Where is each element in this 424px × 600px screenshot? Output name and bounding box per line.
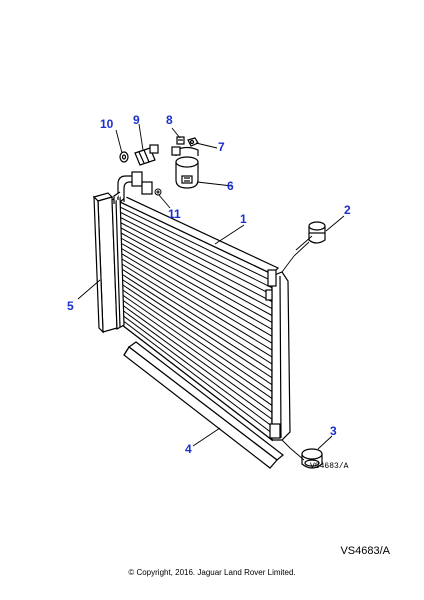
fin-line xyxy=(120,252,272,344)
fin-line xyxy=(120,257,272,351)
diagram-reference-inline: VS4683/A xyxy=(310,462,349,471)
fin-line xyxy=(120,211,272,289)
callout-2: 2 xyxy=(344,203,351,217)
fin-line xyxy=(121,293,272,399)
right-header-tank xyxy=(265,269,291,441)
fin-line xyxy=(121,314,272,427)
callout-11: 11 xyxy=(168,207,181,221)
diagram-reference-code: VS4683/A xyxy=(340,545,390,557)
callout-7: 7 xyxy=(218,140,225,154)
bottom-seal-strip xyxy=(123,341,284,469)
fin-line xyxy=(120,247,272,337)
fin-line xyxy=(120,242,272,330)
drier-bolt xyxy=(176,136,185,145)
o-ring xyxy=(154,188,162,196)
fin-line xyxy=(120,263,272,358)
fin-line xyxy=(120,206,272,282)
fin-line xyxy=(121,298,272,406)
callout-6: 6 xyxy=(227,179,234,193)
fin-line xyxy=(121,309,272,420)
lower-mount xyxy=(301,448,323,469)
fin-line xyxy=(121,319,272,434)
fin-line xyxy=(120,237,272,323)
fin-line xyxy=(120,268,272,365)
fin-line xyxy=(121,283,272,386)
fin-line xyxy=(120,222,272,303)
pressure-switch xyxy=(134,144,159,166)
receiver-drier xyxy=(171,146,199,189)
upper-mount xyxy=(308,221,326,244)
pipe-connections xyxy=(113,171,153,204)
fin-line xyxy=(121,304,272,413)
copyright-notice: © Copyright, 2016. Jaguar Land Rover Lim… xyxy=(128,568,296,577)
fin-line xyxy=(121,288,272,392)
cap-nut xyxy=(187,137,199,147)
fin-line xyxy=(120,273,272,372)
callout-8: 8 xyxy=(166,113,173,127)
callout-5: 5 xyxy=(67,299,74,313)
fin-line xyxy=(120,216,272,296)
callout-4: 4 xyxy=(185,442,192,456)
callout-3: 3 xyxy=(330,424,337,438)
washer xyxy=(119,151,129,163)
fin-line xyxy=(120,227,272,310)
callout-10: 10 xyxy=(100,117,114,131)
condenser-fins xyxy=(120,206,272,434)
fin-line xyxy=(120,278,272,379)
callout-1: 1 xyxy=(240,212,247,226)
left-seal-strip xyxy=(92,192,118,334)
callout-9: 9 xyxy=(133,113,140,127)
leader-lines xyxy=(77,123,345,461)
fin-line xyxy=(120,232,272,316)
condenser-core xyxy=(119,196,280,442)
